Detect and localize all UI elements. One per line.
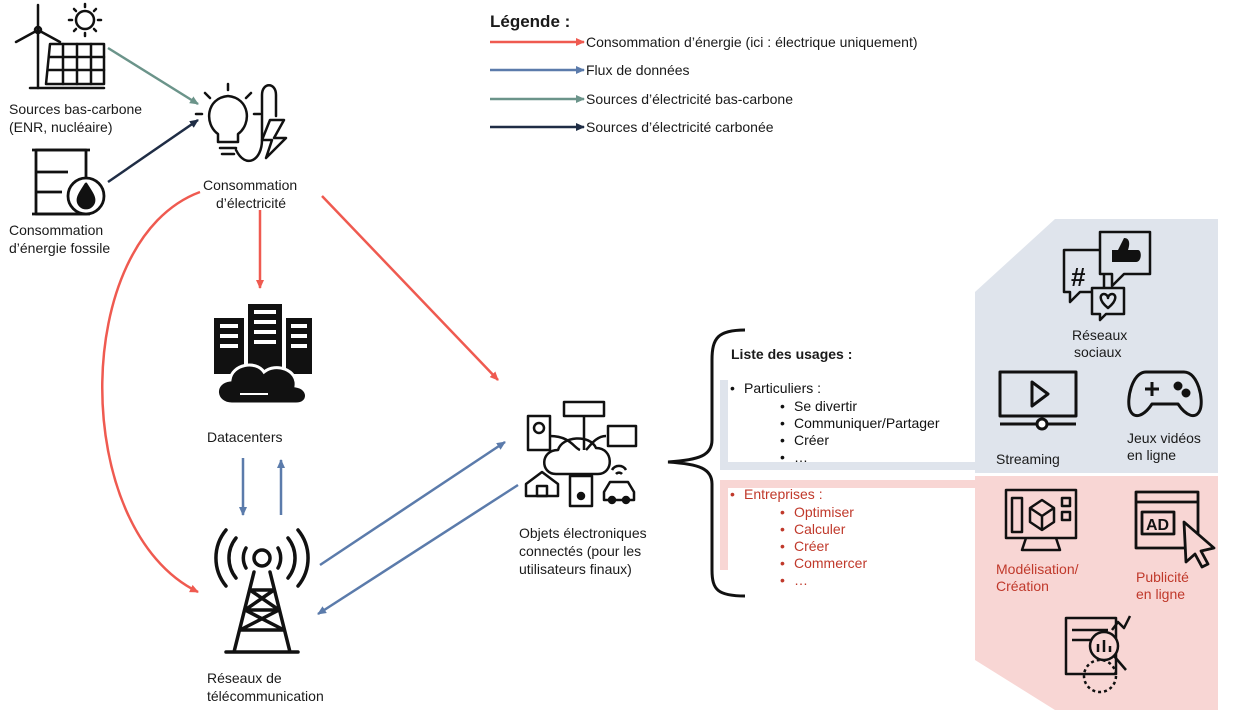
social-media-icon: # xyxy=(1062,230,1152,322)
server-cloud-icon xyxy=(214,304,312,406)
games-label-line1: Jeux vidéos xyxy=(1127,430,1201,446)
list-item: Optimiser xyxy=(778,504,867,521)
entreprises-list: Optimiser Calculer Créer Commercer … xyxy=(778,504,867,589)
legend-low-carbon-label: Sources d’électricité bas-carbone xyxy=(586,91,793,107)
telecom-label-line1: Réseaux de xyxy=(207,670,282,686)
wind-solar-icon xyxy=(14,2,106,90)
ads-label-line2: en ligne xyxy=(1136,586,1186,602)
electricity-label-line2: d’électricité xyxy=(216,195,287,211)
list-item: Créer xyxy=(778,432,940,449)
list-item: Calculer xyxy=(778,521,867,538)
list-item: … xyxy=(778,572,867,589)
ad-badge-text: AD xyxy=(1146,517,1169,534)
low-carbon-label-line1: Sources bas-carbone xyxy=(9,101,143,117)
social-label-line1: Réseaux xyxy=(1072,327,1128,343)
usages-brace xyxy=(667,328,746,598)
iot-devices-icon xyxy=(524,400,638,508)
electricity-to-devices-arrow xyxy=(321,195,499,381)
fossil-label-line2: d’énergie fossile xyxy=(9,240,111,256)
analytics-icon xyxy=(1064,615,1132,694)
list-item: Commercer xyxy=(778,555,867,572)
fossil-label-line1: Consommation xyxy=(9,222,104,238)
devices-label-line2: connectés (pour les xyxy=(519,543,642,559)
entreprises-connector xyxy=(720,480,978,488)
streaming-label: Streaming xyxy=(996,451,1060,467)
low-carbon-label-line2: (ENR, nucléaire) xyxy=(9,119,113,135)
personal-usage-panel xyxy=(975,219,1218,473)
svg-text:#: # xyxy=(1071,262,1086,292)
legend-title: Légende : xyxy=(490,12,571,31)
ads-label-line1: Publicité xyxy=(1136,569,1189,585)
lightbulb-plug-icon xyxy=(194,82,288,163)
entreprises-label: Entreprises : xyxy=(728,486,823,503)
modeling-label-line2: Création xyxy=(996,578,1049,594)
3d-modeling-icon xyxy=(1004,488,1078,552)
list-item: Se divertir xyxy=(778,398,940,415)
particuliers-connector xyxy=(720,462,978,470)
legend-data-label: Flux de données xyxy=(586,62,690,78)
legend-energy-label: Consommation d’énergie (ici : électrique… xyxy=(586,34,918,50)
particuliers-highlight xyxy=(720,380,728,464)
social-label-line2: sociaux xyxy=(1074,344,1122,360)
telecom-label-line2: télécommunication xyxy=(207,688,324,704)
electricity-label-line1: Consommation xyxy=(203,177,298,193)
antenna-tower-icon xyxy=(214,528,310,654)
usages-title: Liste des usages : xyxy=(731,346,853,362)
electricity-to-telecom-arrow xyxy=(101,190,201,594)
particuliers-label: Particuliers : xyxy=(728,380,821,397)
fossil-to-electricity-arrow xyxy=(107,118,199,184)
video-player-icon xyxy=(998,370,1078,431)
oil-barrel-icon xyxy=(32,148,106,216)
online-ad-icon: AD xyxy=(1134,490,1216,569)
list-item: Communiquer/Partager xyxy=(778,415,940,432)
particuliers-list: Se divertir Communiquer/Partager Créer … xyxy=(778,398,940,466)
devices-label-line3: utilisateurs finaux) xyxy=(519,561,632,577)
low-carbon-to-electricity-arrow xyxy=(107,46,199,106)
devices-label-line1: Objets électroniques xyxy=(519,525,647,541)
legend-carbon-label: Sources d’électricité carbonée xyxy=(586,119,774,135)
telecom-to-devices-arrow xyxy=(319,440,506,567)
gamepad-icon xyxy=(1127,370,1203,418)
particuliers-group: Particuliers : xyxy=(728,380,821,397)
datacenters-label: Datacenters xyxy=(207,429,283,445)
devices-to-telecom-arrow xyxy=(317,483,519,616)
entreprises-group: Entreprises : xyxy=(728,486,823,503)
modeling-label-line1: Modélisation/ xyxy=(996,561,1079,577)
list-item: … xyxy=(778,449,940,466)
games-label-line2: en ligne xyxy=(1127,447,1177,463)
entreprises-highlight xyxy=(720,486,728,570)
list-item: Créer xyxy=(778,538,867,555)
